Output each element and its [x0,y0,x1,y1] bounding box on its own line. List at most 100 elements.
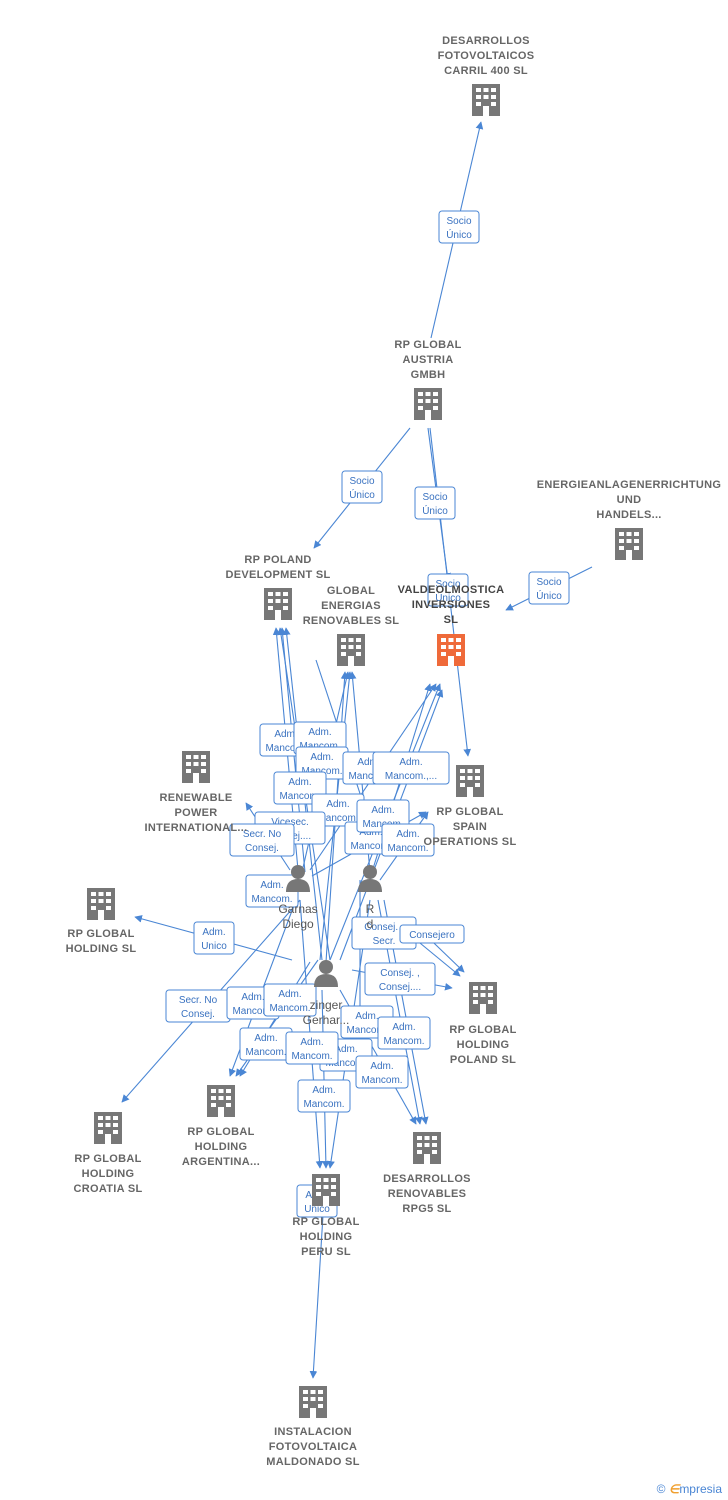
node-argentina[interactable]: RP GLOBALHOLDINGARGENTINA... [182,1085,260,1168]
node-label-line: CROATIA SL [74,1183,143,1195]
node-label-line: RENEWABLE [160,792,233,804]
brand-name: mpresia [679,1482,722,1496]
edge-label-text: Socio [349,476,374,487]
copyright-symbol: © [656,1482,666,1496]
edge-label-text: Consejero [409,930,455,941]
edge-label-text: Unico [304,1204,330,1215]
node-label-line: OPERATIONS SL [424,836,517,848]
node-label-line: HOLDING [300,1231,353,1243]
node-label-line: zinger [310,998,343,1012]
edge-label-text: Único [446,228,472,241]
edge-label[interactable]: Adm.Mancom. [355,1055,409,1089]
edge-label-text: Consej. , [380,968,419,979]
node-label-line: INVERSIONES [412,599,491,611]
edge-label-text: Secr. No [243,829,282,840]
node-label-line: INTERNATIONAL... [145,822,248,834]
edge-label-box [341,470,383,504]
building-icon [312,1174,340,1206]
edge-label-text: Mancom. [251,894,292,905]
edge-label-text: Socio [435,579,460,590]
edge-label-text: Mancom. [383,1036,424,1047]
edge-label[interactable]: Adm.Mancom. [239,1027,293,1061]
edge-label-text: Mancom. [325,1058,366,1069]
edge-label-text: Secr. No [179,995,218,1006]
edge-label-text: Mancom. [348,771,389,782]
node-label-line: FOTOVOLTAICOS [438,50,535,62]
edge-label-box [377,1016,431,1050]
edge-label-text: Adm. [370,1061,393,1072]
edge-label[interactable]: Adm.Mancom.,... [372,751,450,785]
edge-label-box [285,1031,339,1065]
node-renewable_power[interactable]: RENEWABLEPOWERINTERNATIONAL... [145,751,248,834]
node-label-line: R [366,902,375,916]
edge-label-text: Mancom. [291,1051,332,1062]
building-icon [615,528,643,560]
edge-label-text: Mancom. [269,1003,310,1014]
edge-label[interactable]: Secr. No Consej. [165,989,231,1023]
edge-label[interactable]: Adm. Mancom. [377,1016,431,1050]
edge-label-box [528,571,570,605]
edge-label-box [229,823,295,857]
edge-label-text: Vicesec. [271,817,309,828]
node-energie[interactable]: ENERGIEANLAGENERRICHTUNGUNDHANDELS... [537,479,721,560]
edge-label-text: Adm. [392,1022,415,1033]
node-rv[interactable]: Rd [358,865,382,931]
edge-label-text: Mancom. [245,1047,286,1058]
edge-label-text: Adm. [399,757,422,768]
node-gerhard[interactable]: zingerGerhar... [303,960,350,1027]
edge-label-text: Mancom. [346,1025,387,1036]
building-icon [337,634,365,666]
node-label-line: RP POLAND [244,554,311,566]
node-peru[interactable]: RP GLOBAL HOLDING PERU SL [292,1174,359,1258]
edge-label-box [427,573,469,607]
edge-label[interactable]: Adm.Unico [193,921,235,955]
edge-label[interactable]: Adm.Mancom. [297,1079,351,1113]
edge-label[interactable]: Adm.Mancom. [285,1031,339,1065]
building-icon [456,765,484,797]
edge-label-text: Secr. [373,936,396,947]
edge-label[interactable]: Adm.Mancom. [381,823,435,857]
edge-label-box [381,823,435,857]
building-icon [87,888,115,920]
node-label-line: UND [617,494,642,506]
edge-label-text: Único [349,488,375,501]
edge-label[interactable]: Adm.Mancom. [245,874,299,908]
node-label-line: PERU SL [301,1246,351,1258]
edge-label-text: Socio [536,577,561,588]
edge-label-text: Consej.... [379,982,421,993]
edge-label[interactable]: Adm.Mancom. [263,983,317,1017]
node-label-line: INSTALACION [274,1426,352,1438]
building-icon [264,588,292,620]
edge-label-text: Mancom. [265,743,306,754]
edge-label-text: Único [435,591,461,604]
edge-label[interactable]: Consejero [399,924,465,944]
edge-label-text: Socio [422,492,447,503]
building-icon [414,388,442,420]
edge-label-text: Consej. [181,1009,215,1020]
node-label-line: Gerhar... [303,1013,350,1027]
edge-label-text: Adm. [288,777,311,788]
edge-label[interactable]: Consej. , Consej.... [364,962,436,996]
node-label-line: RP GLOBAL [292,1216,359,1228]
brand-footer: © ∈mpresia [657,1482,722,1496]
edge-label-box [297,1079,351,1113]
edge-label-text: Adm. [202,927,225,938]
